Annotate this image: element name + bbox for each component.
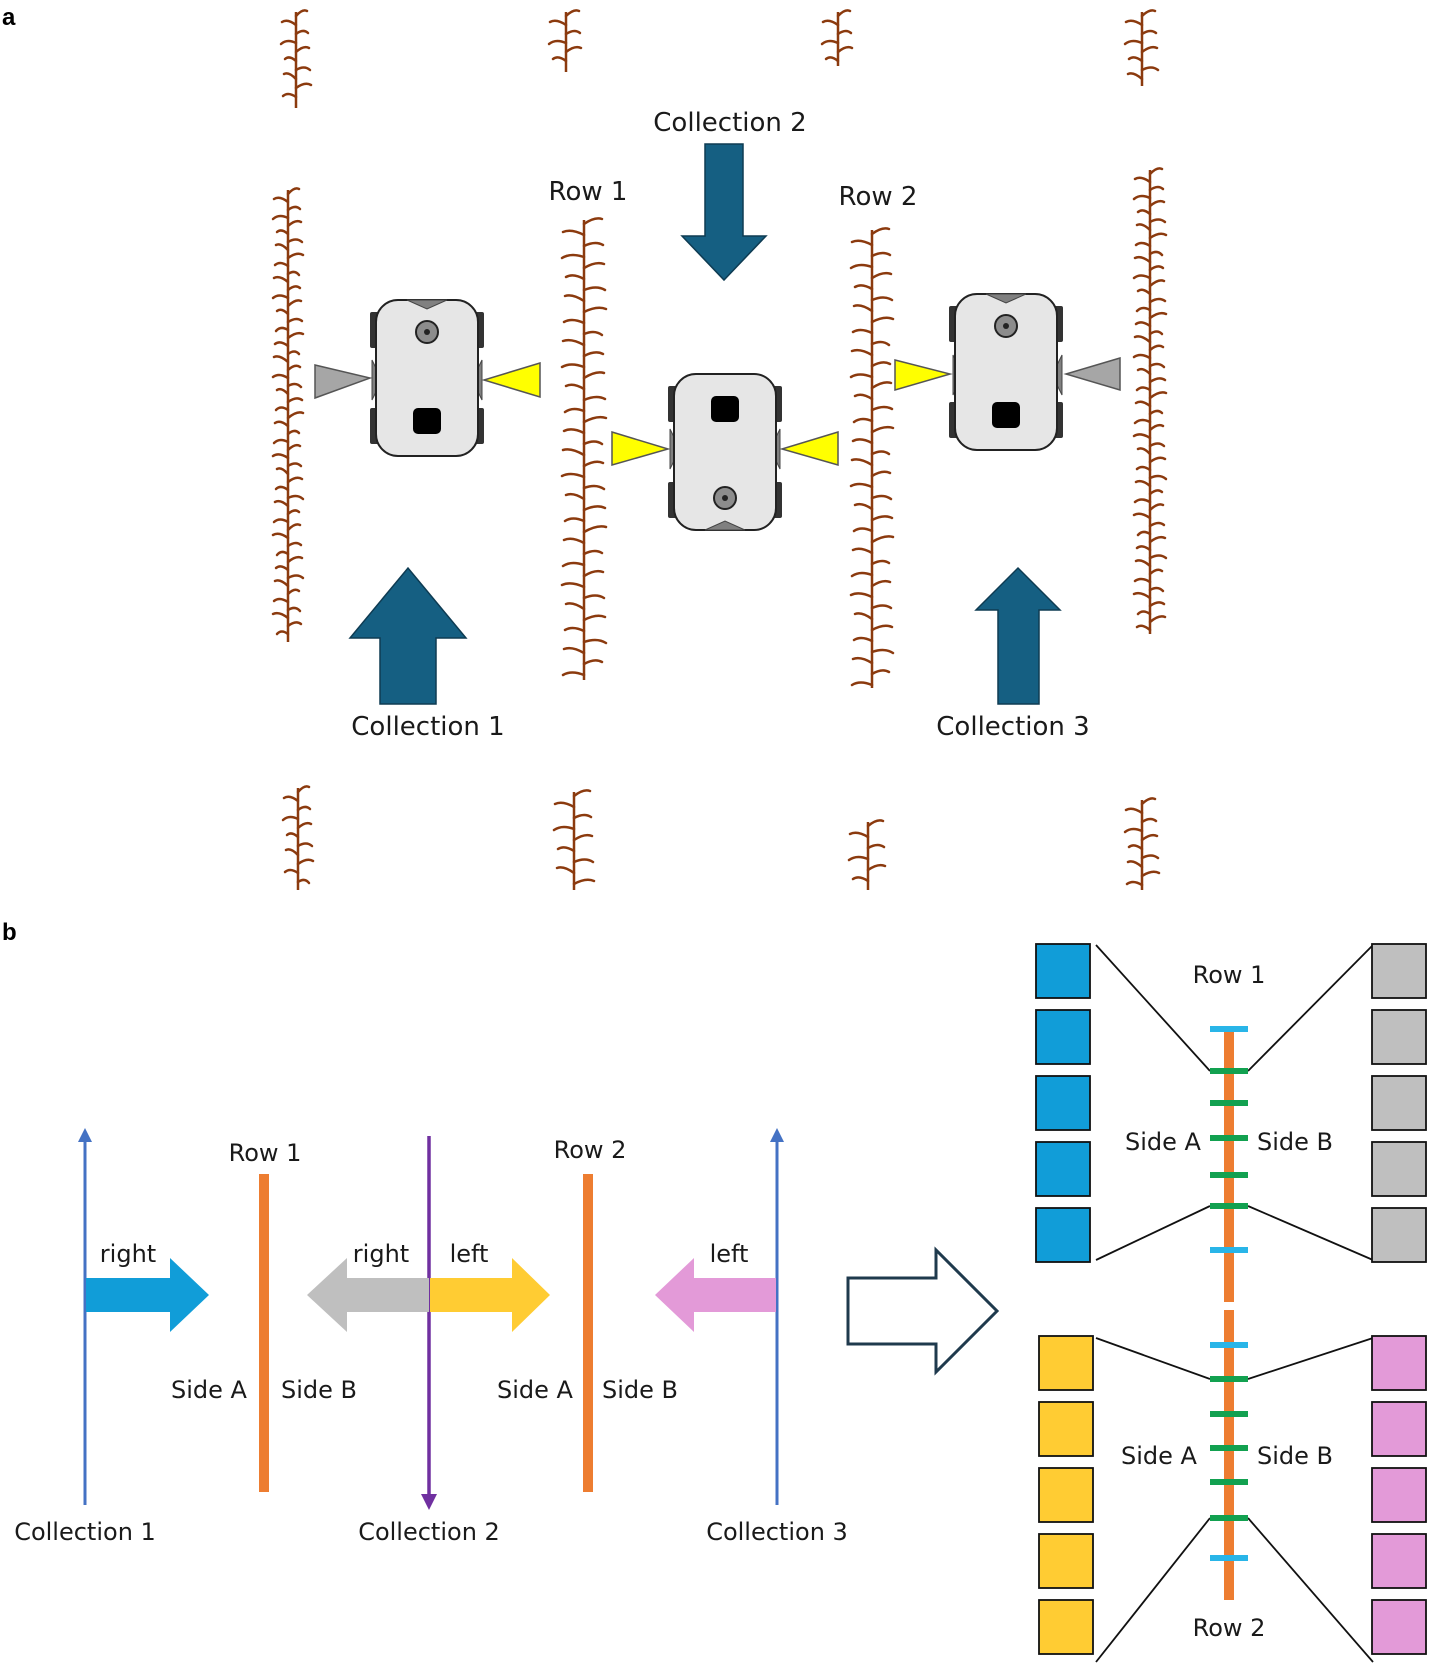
row-1-line [259,1174,269,1492]
panel-b-letter: b [2,919,17,946]
image-square-gray [1371,1009,1427,1065]
direction-label-right-1: right [100,1240,156,1268]
image-square-gray [1371,1075,1427,1131]
row-1-label: Row 1 [549,177,628,207]
image-square-pink [1371,1401,1427,1457]
image-square-gray [1371,1141,1427,1197]
direction-label-right-2: right [353,1240,409,1268]
plant-top-3 [820,9,854,66]
b-collection-3-label: Collection 3 [706,1518,848,1546]
right-arrow-gray [307,1258,429,1332]
row-tick-mark [1210,1026,1248,1032]
row-tick-mark [1210,1247,1248,1253]
image-square-yellow [1038,1335,1094,1391]
plant-bottom-1 [281,785,315,890]
merged-row-2-side-a: Side A [1121,1442,1198,1470]
image-square-yellow [1038,1467,1094,1523]
row-tick-mark [1210,1068,1248,1074]
image-square-gray [1371,1207,1427,1263]
b-collection-1-label: Collection 1 [14,1518,156,1546]
b-row-1-side-b: Side B [281,1376,357,1404]
result-arrow [846,1246,1000,1376]
collection-3-line [770,1128,784,1505]
row-tick-mark [1210,1411,1248,1417]
image-square-pink [1371,1335,1427,1391]
merged-row-2-side-b: Side B [1257,1442,1333,1470]
image-squares [1035,943,1427,1655]
row-tick-mark [1210,1203,1248,1209]
robot-2 [611,373,839,531]
right-arrow-blue [86,1258,209,1332]
row-tick-mark [1210,1479,1248,1485]
plant-top-4 [1123,9,1160,86]
image-square-pink [1371,1599,1427,1655]
collection-3-label: Collection 3 [936,712,1089,742]
plant-top-2 [547,9,583,72]
merged-row-2-label: Row 2 [1193,1614,1266,1642]
collection-2-label: Collection 2 [653,108,806,138]
image-square-pink [1371,1533,1427,1589]
merged-row-2-line [1224,1310,1234,1600]
image-square-blue [1035,1009,1091,1065]
image-square-blue [1035,1141,1091,1197]
left-arrow-pink [655,1258,776,1332]
row-2-line [583,1174,593,1492]
collection-1-label: Collection 1 [351,712,504,742]
panel-a-letter: a [2,4,16,31]
b-collection-2-label: Collection 2 [358,1518,500,1546]
merged-row-1-line [1224,1030,1234,1302]
row-tick-mark [1210,1515,1248,1521]
image-square-pink [1371,1467,1427,1523]
row-tick-mark [1210,1135,1248,1141]
merged-row-1-side-a: Side A [1125,1128,1202,1156]
row-tick-mark [1210,1172,1248,1178]
image-square-gray [1371,943,1427,999]
merged-row-1-side-b: Side B [1257,1128,1333,1156]
image-square-blue [1035,943,1091,999]
collection-1-arrow [348,566,468,705]
direction-label-left-1: left [450,1240,489,1268]
plant-main-1 [271,187,305,642]
row-tick-mark [1210,1555,1248,1561]
plant-bottom-4 [1123,797,1161,890]
plant-top-1 [279,9,313,108]
row-tick-mark [1210,1342,1248,1348]
collection-1-line [78,1128,92,1505]
row-2-label: Row 2 [839,182,918,212]
collection-3-arrow [974,566,1062,705]
b-row-2-side-b: Side B [602,1376,678,1404]
collection-2-arrow [680,143,768,282]
image-square-yellow [1038,1401,1094,1457]
collection-2-line [421,1136,437,1510]
plant-main-row-1 [560,217,608,680]
direction-label-left-2: left [710,1240,749,1268]
merged-row-1-label: Row 1 [1193,961,1266,989]
row-tick-mark [1210,1445,1248,1451]
b-row-2-label: Row 2 [554,1136,627,1164]
image-square-blue [1035,1075,1091,1131]
tick-marks [1210,1026,1248,1561]
plant-rows [271,9,1168,890]
image-square-blue [1035,1207,1091,1263]
b-row-2-side-a: Side A [497,1376,574,1404]
connector-lines [1095,944,1374,1663]
b-row-1-side-a: Side A [171,1376,248,1404]
row-tick-mark [1210,1100,1248,1106]
plant-main-row-2 [849,227,895,688]
image-square-yellow [1038,1533,1094,1589]
robot-3 [894,293,1121,451]
plant-main-4 [1132,167,1168,634]
row-tick-mark [1210,1376,1248,1382]
left-arrow-yellow [430,1258,550,1332]
plant-bottom-3 [847,819,887,890]
image-square-yellow [1038,1599,1094,1655]
robot-1 [314,299,541,457]
plant-bottom-2 [552,789,596,890]
b-row-1-label: Row 1 [229,1139,302,1167]
